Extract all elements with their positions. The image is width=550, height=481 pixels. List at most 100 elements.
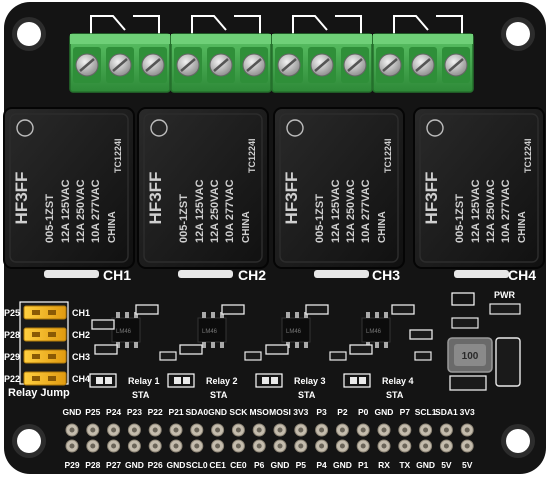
- diode: [495, 337, 521, 387]
- screw-slot: [112, 58, 128, 72]
- relay-part: 005-1ZST: [314, 194, 326, 243]
- smd-resistor: [135, 304, 159, 315]
- header-pin-hole: [256, 443, 262, 449]
- header-top-label: P22: [148, 407, 163, 417]
- jumper-slot: [48, 310, 56, 315]
- relay-led-name: Relay 2: [206, 376, 238, 386]
- relay-led-sta: STA: [386, 390, 404, 400]
- header-pin-hole: [131, 427, 137, 433]
- chip-label: LM46: [366, 329, 382, 335]
- relay-rating: 10A 277VAC: [500, 179, 512, 243]
- header-top-label: GND: [208, 407, 227, 417]
- jumper-left-label: P28: [4, 330, 20, 340]
- header-bottom-label: 5V: [441, 460, 452, 470]
- chip-pin: [125, 312, 129, 318]
- screw-slot: [382, 58, 398, 72]
- header-top-label: MSO: [250, 407, 270, 417]
- relay-rating: 10A 277VAC: [90, 179, 102, 243]
- header-pin-hole: [402, 427, 408, 433]
- header-pin-hole: [381, 443, 387, 449]
- header-pin-hole: [464, 443, 470, 449]
- smd-capacitor: [244, 351, 262, 361]
- header-pin-hole: [360, 427, 366, 433]
- screw-slot: [213, 58, 229, 72]
- chip-pin: [295, 312, 299, 318]
- relay-logo: [16, 119, 34, 137]
- smd-resistor: [221, 304, 245, 315]
- smd-resistor: [391, 304, 415, 315]
- led-pad: [359, 377, 366, 384]
- header-pin-hole: [90, 443, 96, 449]
- terminal-top: [171, 34, 271, 44]
- header-bottom-label: P27: [106, 460, 121, 470]
- terminal-top: [373, 34, 473, 44]
- pwr-resistor: [489, 303, 521, 315]
- header-pin-hole: [111, 427, 117, 433]
- header-pin-hole: [152, 443, 158, 449]
- relay-rating: 12A 125VAC: [194, 179, 206, 243]
- chip-pin: [375, 312, 379, 318]
- led-outline: [167, 373, 195, 388]
- contact-symbol: [393, 15, 463, 36]
- chip-pin: [211, 312, 215, 318]
- chip-pin: [366, 312, 370, 318]
- chip-pin: [375, 342, 379, 348]
- header-bottom-label: P29: [64, 460, 79, 470]
- led-outline: [89, 373, 117, 388]
- header-top-label: P25: [85, 407, 100, 417]
- led-pad: [105, 377, 112, 384]
- led-pad: [350, 377, 357, 384]
- pwr-label: PWR: [494, 290, 515, 300]
- relay-model: HF3FF: [422, 172, 441, 225]
- inductor-face: [454, 344, 486, 366]
- relay-pad: [454, 270, 509, 278]
- jumper-left-label: P22: [4, 374, 20, 384]
- header-bottom-label: SCL0: [186, 460, 208, 470]
- relay-rating: 12A 250VAC: [485, 179, 497, 243]
- header-bottom-label: P6: [254, 460, 265, 470]
- relay-body: [413, 107, 545, 269]
- header-bottom-label: P26: [148, 460, 163, 470]
- jumper-cap: [23, 327, 67, 342]
- chip-pin: [304, 342, 308, 348]
- header-top-label: GND: [63, 407, 82, 417]
- header-pin-hole: [173, 427, 179, 433]
- driver-chip: [197, 317, 227, 343]
- header-pin-hole: [69, 427, 75, 433]
- header-pin-hole: [277, 427, 283, 433]
- header-bottom-label: 5V: [462, 460, 473, 470]
- led-outline: [343, 373, 371, 388]
- header-bottom-label: GND: [167, 460, 186, 470]
- smd-resistor: [91, 319, 115, 330]
- relay-body: [273, 107, 405, 269]
- chip-pin: [286, 312, 290, 318]
- relay-logo: [286, 119, 304, 137]
- header-pin-hole: [443, 443, 449, 449]
- header-pin-hole: [381, 427, 387, 433]
- header-bottom-label: TX: [399, 460, 410, 470]
- jumper-slot: [32, 354, 40, 359]
- jumper-title: Relay Jump: [8, 387, 70, 399]
- smd-resistor: [179, 344, 203, 355]
- mounting-holes: [12, 17, 535, 458]
- contact-symbol: [90, 15, 160, 36]
- header-top-label: 3V3: [293, 407, 308, 417]
- relay-origin: CHINA: [377, 211, 388, 243]
- chip-pin: [220, 342, 224, 348]
- driver-chip: [111, 317, 141, 343]
- relay-logo: [150, 119, 168, 137]
- relay-pad: [314, 270, 369, 278]
- screw-slot: [79, 58, 95, 72]
- jumper-right-label: CH1: [72, 308, 90, 318]
- relay-led-name: Relay 1: [128, 376, 160, 386]
- chip-pin: [125, 342, 129, 348]
- relay-model: HF3FF: [282, 172, 301, 225]
- header-pin-hole: [90, 427, 96, 433]
- header-pin-hole: [173, 443, 179, 449]
- header-top-label: SDA1: [435, 407, 458, 417]
- relay-origin: CHINA: [517, 211, 528, 243]
